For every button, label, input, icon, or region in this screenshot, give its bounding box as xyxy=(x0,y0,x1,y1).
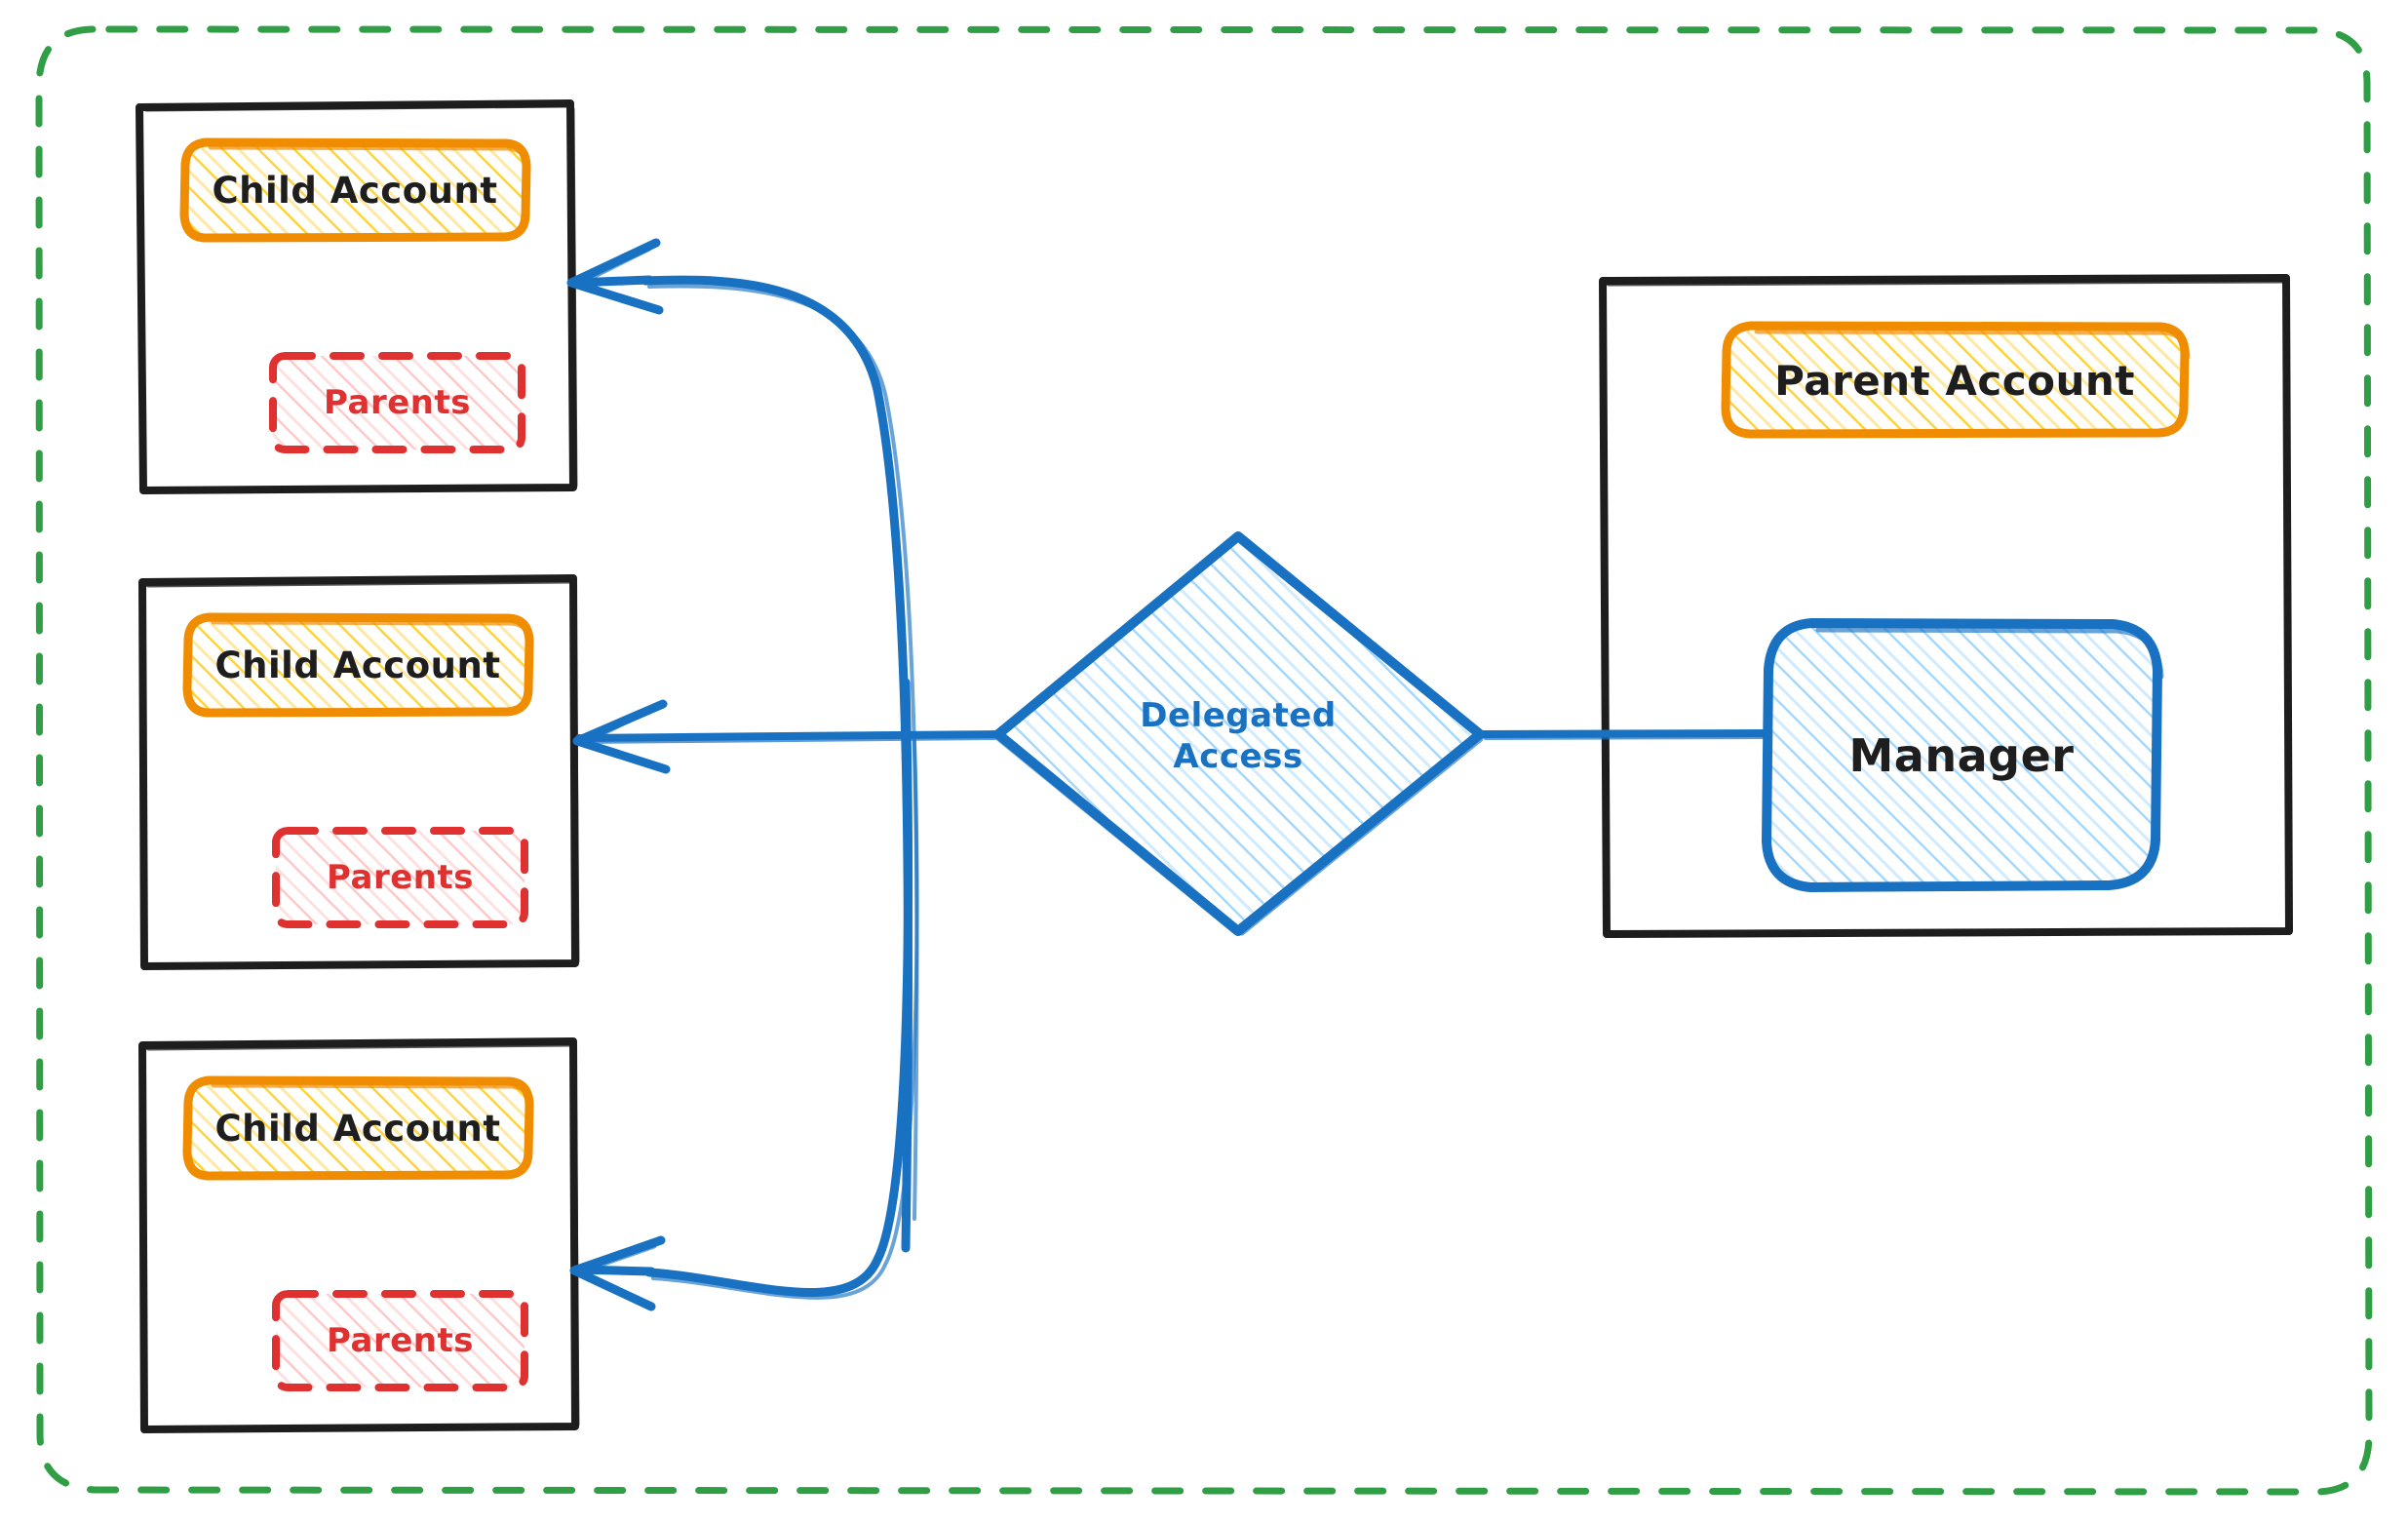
manager-chip[interactable] xyxy=(1761,617,2164,893)
connector-delegated-access-to-child-1 xyxy=(566,238,919,1253)
child-account-container-1[interactable] xyxy=(136,99,578,494)
parent-account-container[interactable] xyxy=(1599,274,2293,938)
organization-boundary xyxy=(35,25,2373,1496)
child-account-chip-2[interactable] xyxy=(182,612,534,718)
connector-delegated-access-to-child-2 xyxy=(572,699,1002,774)
connector-delegated-access-to-child-3 xyxy=(569,678,919,1311)
parents-chip-1[interactable] xyxy=(269,352,525,453)
delegated-access-diamond[interactable] xyxy=(992,531,1487,936)
child-account-container-3[interactable] xyxy=(138,1037,580,1433)
child-account-chip-1[interactable] xyxy=(179,137,531,243)
parent-account-chip[interactable] xyxy=(1721,321,2191,439)
child-account-chip-3[interactable] xyxy=(182,1075,534,1181)
child-account-container-2[interactable] xyxy=(138,574,580,970)
parents-chip-3[interactable] xyxy=(272,1290,528,1391)
connector-manager-to-delegated-access xyxy=(1477,729,1770,740)
parents-chip-2[interactable] xyxy=(272,827,528,928)
